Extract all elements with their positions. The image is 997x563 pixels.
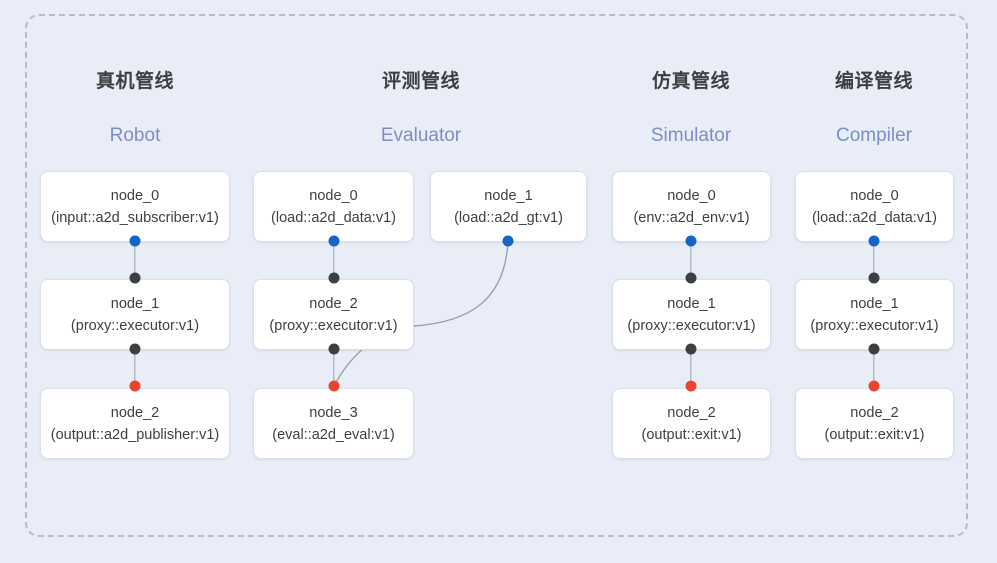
pipeline-group-frame (25, 14, 968, 537)
edge-line (333, 241, 335, 278)
column-title-en-robot: Robot (109, 125, 161, 146)
node-box-simulator-node_1[interactable]: node_1(proxy::executor:v1) (612, 279, 771, 350)
edge-line (690, 349, 692, 386)
edge-line (134, 349, 136, 386)
node-box-evaluator-node_0[interactable]: node_0(load::a2d_data:v1) (253, 171, 414, 242)
node-kind-label: (proxy::executor:v1) (810, 317, 939, 334)
input-port-dot[interactable] (328, 380, 340, 392)
output-port-dot[interactable] (328, 235, 340, 247)
node-box-evaluator-node_2[interactable]: node_2(proxy::executor:v1) (253, 279, 414, 350)
column-title-cn-compiler: 编译管线 (834, 71, 913, 92)
edge-line (873, 241, 875, 278)
relay-port-dot[interactable] (868, 343, 880, 355)
edge-line (873, 349, 875, 386)
edge-line (333, 349, 335, 386)
relay-port-dot[interactable] (868, 272, 880, 284)
node-kind-label: (output::a2d_publisher:v1) (50, 426, 220, 443)
node-box-simulator-node_2[interactable]: node_2(output::exit:v1) (612, 388, 771, 459)
node-box-robot-node_2[interactable]: node_2(output::a2d_publisher:v1) (40, 388, 230, 459)
node-box-compiler-node_1[interactable]: node_1(proxy::executor:v1) (795, 279, 954, 350)
node-name-label: node_1 (110, 295, 160, 312)
node-kind-label: (load::a2d_data:v1) (812, 209, 937, 226)
output-port-dot[interactable] (502, 235, 514, 247)
node-kind-label: (eval::a2d_eval:v1) (272, 426, 395, 443)
column-title-cn-evaluator: 评测管线 (381, 71, 460, 92)
node-kind-label: (env::a2d_env:v1) (633, 209, 750, 226)
output-port-dot[interactable] (129, 235, 141, 247)
node-name-label: node_0 (110, 187, 160, 204)
node-name-label: node_2 (110, 404, 160, 421)
node-kind-label: (proxy::executor:v1) (70, 317, 200, 334)
relay-port-dot[interactable] (129, 272, 141, 284)
node-name-label: node_2 (309, 295, 358, 312)
relay-port-dot[interactable] (129, 343, 141, 355)
node-name-label: node_0 (850, 187, 899, 204)
node-kind-label: (proxy::executor:v1) (627, 317, 756, 334)
node-box-evaluator-node_3[interactable]: node_3(eval::a2d_eval:v1) (253, 388, 414, 459)
relay-port-dot[interactable] (685, 272, 697, 284)
column-title-en-simulator: Simulator (650, 125, 732, 146)
node-kind-label: (load::a2d_gt:v1) (454, 209, 563, 226)
node-name-label: node_1 (484, 187, 533, 204)
node-kind-label: (output::exit:v1) (824, 426, 925, 443)
node-kind-label: (output::exit:v1) (641, 426, 742, 443)
edge-line (690, 241, 692, 278)
node-name-label: node_1 (667, 295, 716, 312)
node-box-robot-node_1[interactable]: node_1(proxy::executor:v1) (40, 279, 230, 350)
node-kind-label: (input::a2d_subscriber:v1) (51, 209, 219, 226)
relay-port-dot[interactable] (328, 272, 340, 284)
node-kind-label: (proxy::executor:v1) (269, 317, 398, 334)
node-box-evaluator-node_1[interactable]: node_1(load::a2d_gt:v1) (430, 171, 587, 242)
input-port-dot[interactable] (685, 380, 697, 392)
node-name-label: node_2 (850, 404, 899, 421)
node-name-label: node_0 (667, 187, 716, 204)
input-port-dot[interactable] (129, 380, 141, 392)
column-title-en-compiler: Compiler (835, 125, 913, 146)
edge-line (134, 241, 136, 278)
column-title-cn-robot: 真机管线 (95, 71, 174, 92)
node-name-label: node_1 (850, 295, 899, 312)
node-name-label: node_0 (309, 187, 358, 204)
column-title-cn-simulator: 仿真管线 (651, 71, 730, 92)
node-box-compiler-node_0[interactable]: node_0(load::a2d_data:v1) (795, 171, 954, 242)
output-port-dot[interactable] (685, 235, 697, 247)
node-kind-label: (load::a2d_data:v1) (271, 209, 396, 226)
column-title-en-evaluator: Evaluator (380, 125, 462, 146)
node-box-compiler-node_2[interactable]: node_2(output::exit:v1) (795, 388, 954, 459)
input-port-dot[interactable] (868, 380, 880, 392)
relay-port-dot[interactable] (328, 343, 340, 355)
node-name-label: node_2 (667, 404, 716, 421)
output-port-dot[interactable] (868, 235, 880, 247)
relay-port-dot[interactable] (685, 343, 697, 355)
node-name-label: node_3 (309, 404, 358, 421)
node-box-robot-node_0[interactable]: node_0(input::a2d_subscriber:v1) (40, 171, 230, 242)
node-box-simulator-node_0[interactable]: node_0(env::a2d_env:v1) (612, 171, 771, 242)
